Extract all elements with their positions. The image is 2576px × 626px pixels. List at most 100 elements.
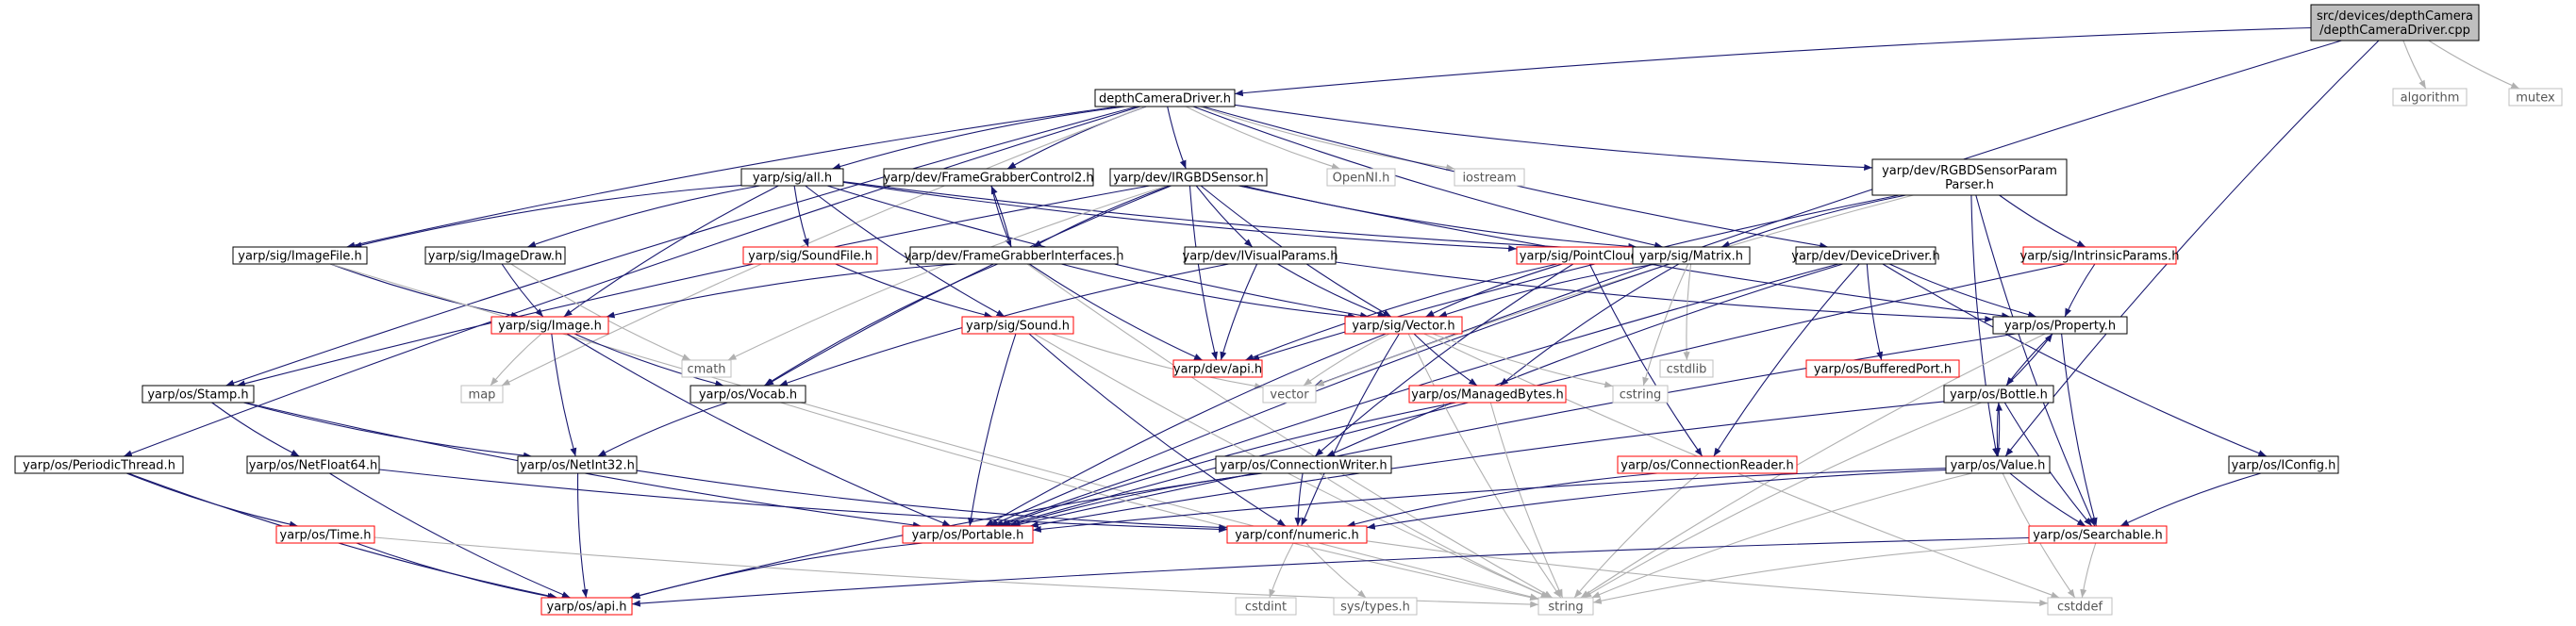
node-label: yarp/sig/Sound.h (966, 320, 1070, 334)
node-box (690, 385, 806, 404)
node-devdriver-h[interactable]: yarp/dev/DeviceDriver.h (1791, 246, 1940, 265)
node-connwriter-h[interactable]: yarp/os/ConnectionWriter.h (1215, 455, 1392, 474)
node-time-h[interactable]: yarp/os/Time.h (275, 525, 375, 544)
node-box (141, 385, 255, 404)
edge-numeric_h-to-systypes_h (1305, 542, 1367, 599)
node-box (742, 246, 878, 265)
edge-fgi_h-to-image_h (606, 263, 958, 319)
node-label: yarp/os/NetFloat64.h (249, 459, 378, 473)
edge-vector_h-to-portable_h (985, 333, 1387, 527)
node-value-h[interactable]: yarp/os/Value.h (1945, 455, 2051, 474)
edge-value_h-to-numeric_h (1366, 469, 1947, 530)
edge-rgbdpp_h-to-value_h (1970, 194, 2000, 457)
edge-all_h-to-pointcloud_h (842, 181, 1518, 252)
node-vocab-h[interactable]: yarp/os/Vocab.h (690, 385, 806, 404)
node-pointcloud-h[interactable]: yarp/sig/PointCloud.h (1516, 246, 1654, 265)
node-intrinsic-h[interactable]: yarp/sig/IntrinsicParams.h (2020, 246, 2180, 265)
node-label: yarp/os/BufferedPort.h (1814, 363, 1952, 377)
edge-irgbd_h-to-matrix_h (1242, 185, 1637, 250)
edge-portable_h-to-osapi_h (631, 542, 923, 600)
dependency-edges (123, 26, 2520, 608)
node-portable-h[interactable]: yarp/os/Portable.h (902, 525, 1034, 544)
edge-iconfig_h-to-searchable_h (2119, 472, 2262, 527)
node-label: yarp/sig/all.h (753, 172, 832, 186)
edge-soundfile_h-to-sound_h (835, 263, 993, 319)
node-imagedraw-h[interactable]: yarp/sig/ImageDraw.h (424, 246, 566, 265)
node-image-h[interactable]: yarp/sig/Image.h (490, 316, 609, 335)
edge-all_h-to-sound_h (805, 185, 1005, 318)
node-fgi-h[interactable]: yarp/dev/FrameGrabberInterfaces.h (904, 246, 1124, 265)
edge-matrix_h-to-cstring (1642, 263, 1689, 387)
node-box (1215, 455, 1392, 474)
node-stamp-h[interactable]: yarp/os/Stamp.h (141, 385, 255, 404)
node-driver-h[interactable]: depthCameraDriver.h (1094, 89, 1236, 107)
edge-intrinsic_h-to-property_h (2064, 263, 2096, 318)
edge-sound_h-to-vector (1051, 333, 1264, 389)
node-label: yarp/sig/SoundFile.h (748, 250, 873, 264)
node-all-h[interactable]: yarp/sig/all.h (740, 168, 844, 187)
node-matrix-h[interactable]: yarp/sig/Matrix.h (1632, 246, 1751, 265)
node-searchable-h[interactable]: yarp/os/Searchable.h (2028, 525, 2168, 544)
node-vector-h[interactable]: yarp/sig/Vector.h (1344, 316, 1463, 335)
node-cmath: cmath (681, 359, 732, 378)
node-irgbd-h[interactable]: yarp/dev/IRGBDSensor.h (1109, 168, 1268, 187)
node-label: yarp/os/Stamp.h (147, 388, 248, 403)
edge-irgbd_h-to-ivisual_h (1195, 185, 1254, 248)
node-label: vector (1270, 388, 1309, 403)
node-connreader-h[interactable]: yarp/os/ConnectionReader.h (1617, 455, 1798, 474)
edge-devdriver_h-to-property_h (1888, 263, 2037, 319)
node-label: yarp/os/ConnectionWriter.h (1220, 459, 1387, 473)
edge-driver_h-to-periodic_h (123, 106, 1141, 457)
edge-driver_h-to-fg2_h (1006, 106, 1147, 170)
edge-driver_h-to-matrix_h (1192, 106, 1664, 249)
node-cstdint: cstdint (1235, 597, 1297, 616)
edge-rgbdpp_h-to-devapi_h (1251, 194, 1900, 361)
node-sound-h[interactable]: yarp/sig/Sound.h (961, 316, 1074, 335)
node-label: yarp/os/Portable.h (912, 529, 1024, 543)
node-label: yarp/os/api.h (547, 601, 627, 615)
edge-fgi_h-to-vocab_h (764, 263, 998, 387)
node-box (1871, 158, 2068, 196)
edge-ivisual_h-to-vector_h (1277, 263, 1387, 318)
node-openni-h: OpenNI.h (1326, 168, 1396, 187)
node-property-h[interactable]: yarp/os/Property.h (1992, 316, 2128, 335)
node-iconfig-h[interactable]: yarp/os/IConfig.h (2228, 455, 2339, 474)
node-netfloat-h[interactable]: yarp/os/NetFloat64.h (246, 455, 380, 474)
edge-vector_h-to-cstring (1432, 333, 1614, 388)
node-box (14, 455, 184, 474)
node-managed-h[interactable]: yarp/os/ManagedBytes.h (1408, 385, 1567, 404)
node-imagefile-h[interactable]: yarp/sig/ImageFile.h (232, 246, 368, 265)
node-string: string (1537, 597, 1594, 616)
node-label: yarp/dev/FrameGrabberControl2.h (883, 172, 1093, 186)
edge-driver_h-to-openni_h (1186, 106, 1340, 170)
edge-sound_h-to-portable_h (967, 333, 1017, 527)
node-bufport-h[interactable]: yarp/os/BufferedPort.h (1805, 359, 1960, 378)
node-devapi-h[interactable]: yarp/dev/api.h (1172, 359, 1263, 378)
edge-sound_h-to-numeric_h (1028, 333, 1287, 527)
edge-time_h-to-osapi_h (356, 542, 557, 600)
node-label: yarp/sig/Matrix.h (1639, 250, 1743, 264)
node-ivisual-h[interactable]: yarp/dev/IVisualParams.h (1183, 246, 1338, 265)
edge-pointcloud_h-to-devapi_h (1244, 263, 1557, 361)
node-box (1805, 359, 1960, 378)
node-box (1945, 455, 2051, 474)
edge-all_h-to-imagedraw_h (527, 185, 760, 248)
node-periodic-h[interactable]: yarp/os/PeriodicThread.h (14, 455, 184, 474)
node-soundfile-h[interactable]: yarp/sig/SoundFile.h (742, 246, 878, 265)
node-numeric-h[interactable]: yarp/conf/numeric.h (1226, 525, 1368, 544)
node-box (902, 525, 1034, 544)
edge-ivisual_h-to-property_h (1335, 261, 1994, 323)
node-bottle-h[interactable]: yarp/os/Bottle.h (1943, 385, 2054, 404)
node-label: yarp/os/Vocab.h (699, 388, 797, 403)
node-netint-h[interactable]: yarp/os/NetInt32.h (517, 455, 638, 474)
edge-property_h-to-portable_h (1011, 333, 2017, 528)
node-label: cstdint (1245, 601, 1287, 615)
node-fg2-h[interactable]: yarp/dev/FrameGrabberControl2.h (883, 168, 1094, 187)
node-box (961, 316, 1074, 335)
node-root[interactable]: src/devices/depthCamera/depthCameraDrive… (2310, 4, 2480, 41)
node-osapi-h[interactable]: yarp/os/api.h (540, 597, 633, 616)
node-label: yarp/dev/RGBDSensorParam (1882, 164, 2057, 178)
edge-vocab_h-to-string (780, 402, 1539, 601)
edge-devdriver_h-to-connreader_h (1713, 263, 1860, 457)
